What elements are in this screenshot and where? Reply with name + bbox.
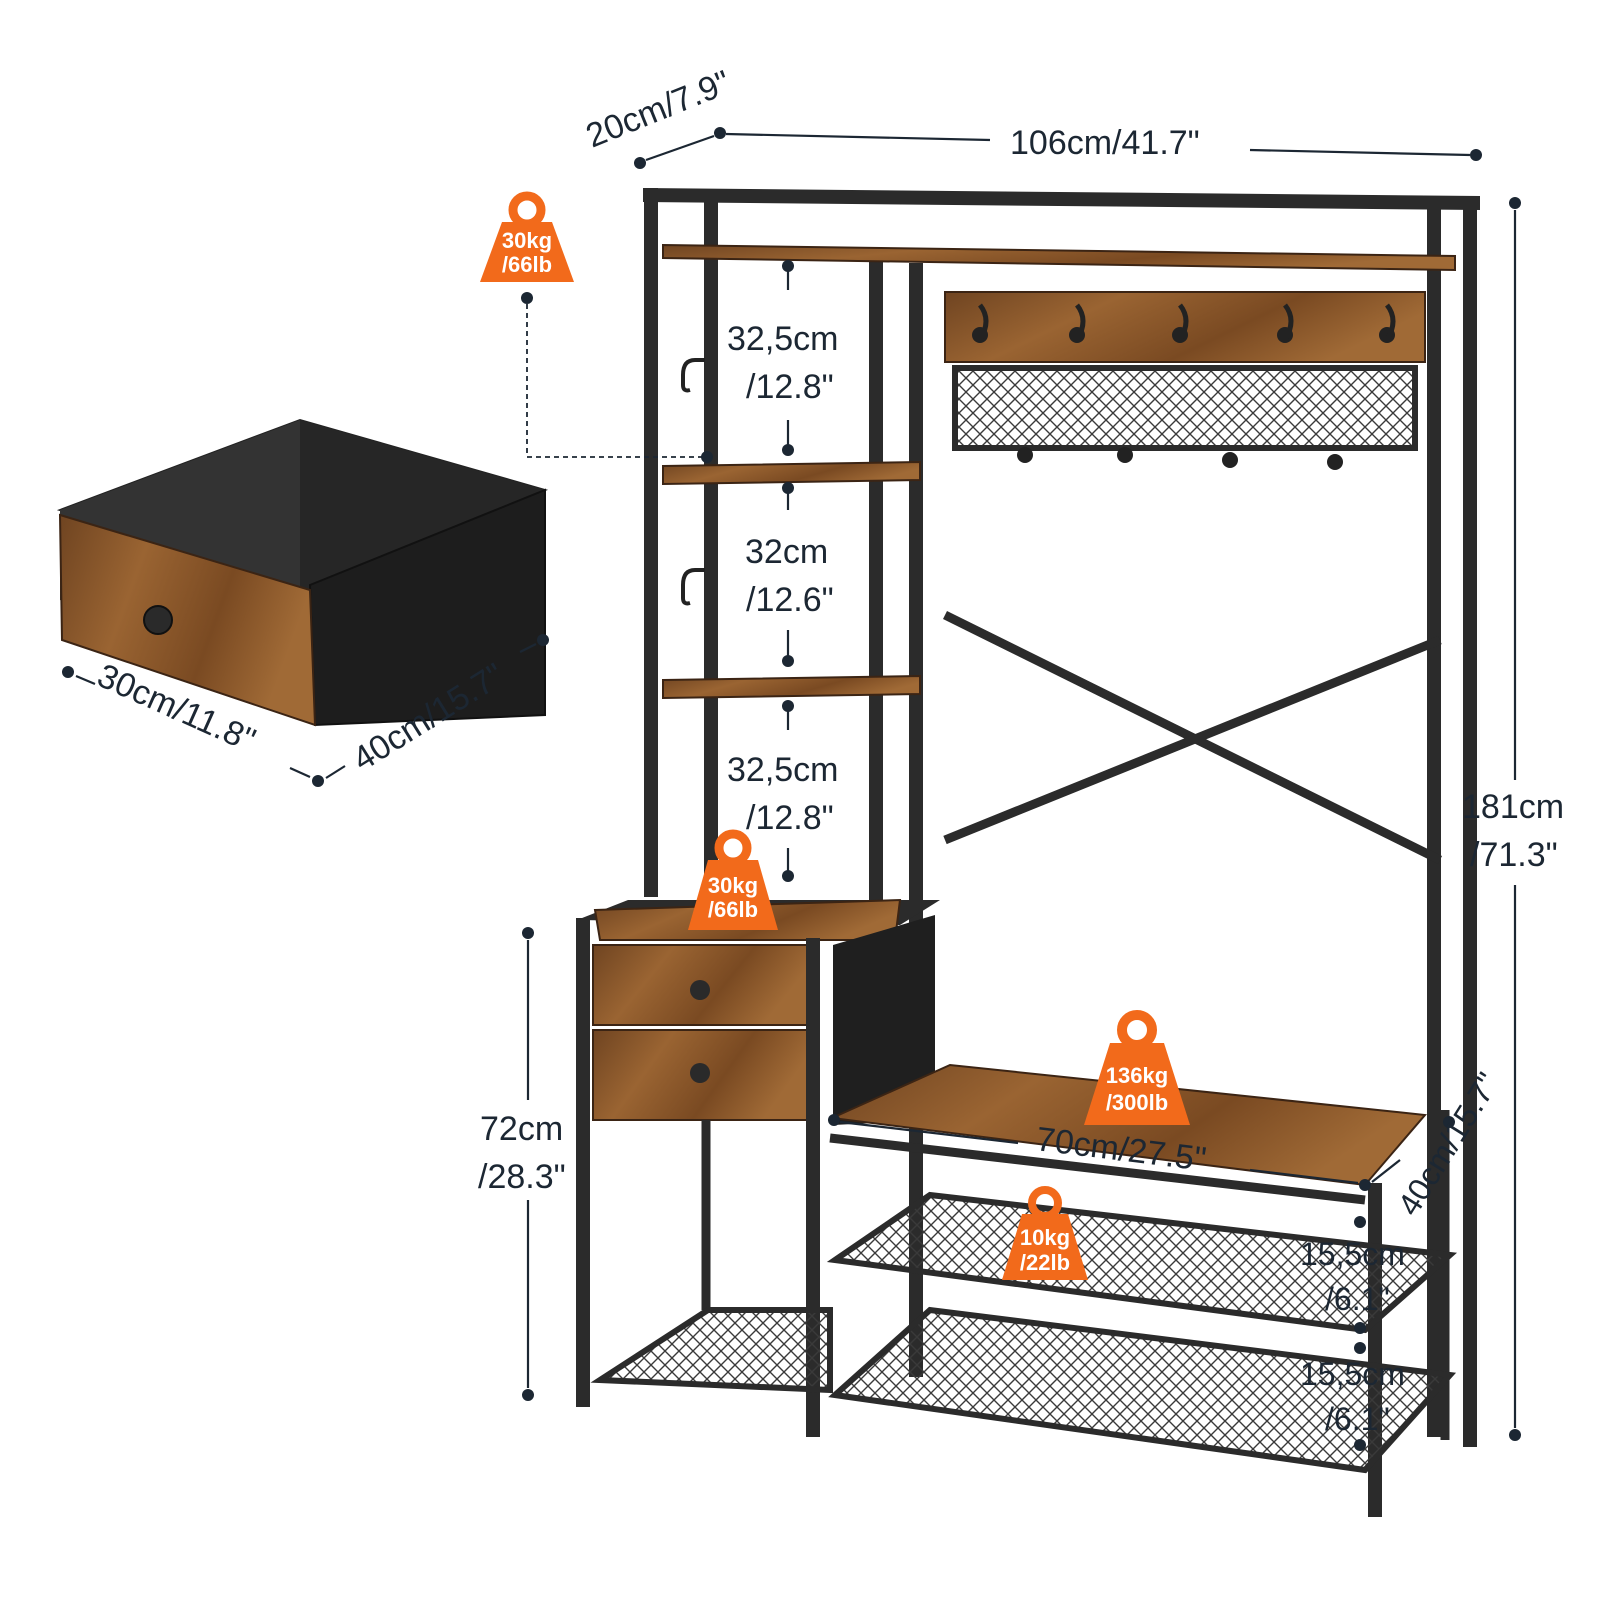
drawer-knob-icon — [690, 980, 710, 1000]
weight-badge-bench: 136kg /300lb — [1084, 1010, 1190, 1125]
coat-hook-icon — [1172, 303, 1189, 343]
shelf-gap-2-line2: /12.6" — [746, 581, 834, 619]
coat-hooks — [681, 303, 1396, 606]
total-height-dimension: 181cm /71.3" — [1462, 197, 1564, 1441]
weight-cabinet-line2: /66lb — [708, 897, 758, 922]
top-width-dimension: 106cm/41.7" — [725, 124, 1482, 162]
weight-badge-cabinet-top: 30kg /66lb — [688, 829, 778, 930]
weight-bench-line2: /300lb — [1106, 1090, 1168, 1115]
shelf-gap-2-line1: 32cm — [745, 533, 828, 571]
weight-icon — [1002, 1214, 1088, 1280]
shelf-gap-3-line2: /12.8" — [746, 799, 834, 837]
weight-top-line1: 30kg — [502, 228, 552, 253]
top-depth-dimension: 20cm/7.9" — [581, 63, 736, 169]
top-width-label: 106cm/41.7" — [1010, 124, 1200, 162]
drawer-cabinet — [576, 898, 940, 1437]
weight-shoe-line2: /22lb — [1020, 1250, 1070, 1275]
shoe-gap-1-line2: /6.1" — [1325, 1281, 1390, 1317]
total-height-line2: /71.3" — [1470, 836, 1558, 874]
weight-icon — [480, 222, 574, 282]
cabinet-height-dimension: 72cm /28.3" — [478, 927, 566, 1401]
cabinet-height-line1: 72cm — [480, 1110, 563, 1148]
weight-cabinet-line1: 30kg — [708, 873, 758, 898]
shoe-rack — [826, 1191, 1458, 1474]
shoe-gap-2-line1: 15,5cm — [1300, 1356, 1405, 1392]
cabinet-height-line2: /28.3" — [478, 1158, 566, 1196]
tower-shelves — [662, 460, 921, 700]
weight-badge-top-shelf: 30kg /66lb — [480, 191, 713, 463]
coat-hook-icon — [972, 303, 989, 343]
shoe-gap-dimensions: 15,5cm /6.1" 15,5cm /6.1" — [1300, 1216, 1405, 1451]
weight-icon — [688, 860, 778, 930]
weight-badge-shoe-rack: 10kg /22lb — [1002, 1186, 1088, 1280]
shelf-gap-dimensions: 32,5cm /12.8" 32cm /12.6" 32,5cm /12.8" — [727, 260, 839, 882]
fabric-drawer — [56, 418, 549, 727]
shelf-gap-1-line1: 32,5cm — [727, 320, 839, 358]
weight-shoe-line1: 10kg — [1020, 1225, 1070, 1250]
coat-hook-icon — [1379, 303, 1396, 343]
drawer-knob-icon — [143, 605, 173, 635]
coat-hook-icon — [1069, 303, 1086, 343]
coat-hook-icon — [1277, 303, 1294, 343]
weight-top-line2: /66lb — [502, 252, 552, 277]
drawer-knob-icon — [690, 1063, 710, 1083]
shelf-gap-1-line2: /12.8" — [746, 368, 834, 406]
shelf-gap-3-line1: 32,5cm — [727, 751, 839, 789]
shoe-gap-2-line2: /6.1" — [1325, 1401, 1390, 1437]
top-depth-label: 20cm/7.9" — [581, 63, 736, 155]
weight-icon — [1084, 1043, 1190, 1125]
total-height-line1: 181cm — [1462, 788, 1564, 826]
shoe-gap-1-line1: 15,5cm — [1300, 1236, 1405, 1272]
weight-bench-line1: 136kg — [1106, 1063, 1168, 1088]
